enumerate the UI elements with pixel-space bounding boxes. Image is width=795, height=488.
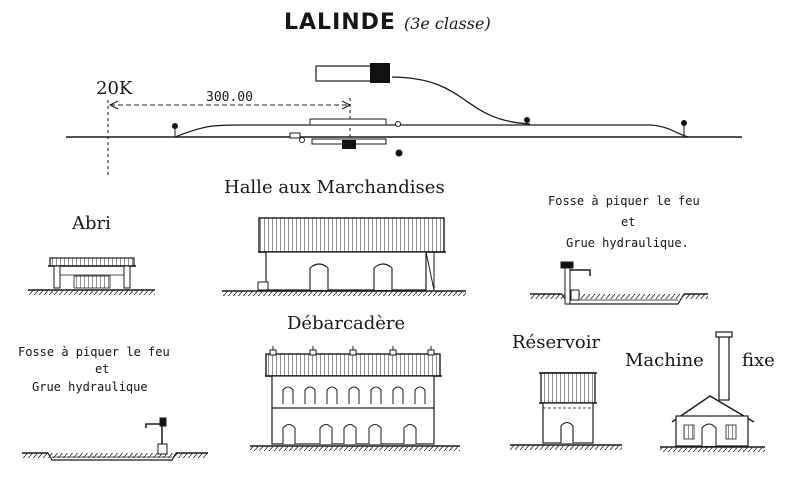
km-mark-label: 20K — [96, 78, 133, 99]
tree-icon-right — [681, 120, 687, 126]
fosse-top-line2: et — [621, 215, 636, 229]
fosse-bottom-line3: Grue hydraulique — [32, 380, 148, 394]
station-name: LALINDE — [284, 10, 396, 35]
fosse-top-line1: Fosse à piquer le feu — [548, 194, 700, 208]
machine-label: Machine — [625, 350, 704, 371]
debarcadere-label: Débarcadère — [287, 313, 406, 334]
station-building-plan — [342, 140, 356, 149]
tree-icon-middle — [524, 117, 530, 123]
machine-fixe-drawing — [660, 331, 765, 452]
halle-drawing — [222, 217, 466, 296]
arrow-left-icon — [108, 100, 119, 110]
engine-shed-plan — [315, 65, 373, 82]
reservoir-drawing — [510, 372, 622, 450]
halle-label: Halle aux Marchandises — [224, 177, 445, 198]
platform-plan-top — [309, 118, 387, 126]
track-plan — [66, 76, 742, 175]
distance-label: 300.00 — [206, 90, 253, 105]
small-hut-plan — [289, 132, 301, 139]
siding-line — [174, 124, 689, 138]
fosse-top-line3: Grue hydraulique. — [566, 236, 689, 250]
tree-icon-left — [172, 123, 178, 129]
fosse-top-drawing — [530, 261, 708, 305]
branch-curve — [391, 76, 531, 125]
track-plan-buildings — [172, 63, 687, 157]
fosse-bottom-drawing — [22, 417, 208, 461]
fixe-label: fixe — [742, 350, 775, 371]
turntable-plan — [299, 137, 305, 143]
abri-drawing — [28, 257, 155, 295]
signal-circle-plan — [395, 121, 401, 127]
chimneys — [269, 346, 435, 356]
upper-windows — [282, 386, 426, 404]
reservoir-label: Réservoir — [512, 332, 601, 353]
page-title: LALINDE (3e classe) — [284, 10, 491, 35]
lower-doors — [282, 424, 417, 444]
engine-shed-black-block — [370, 63, 390, 83]
debarcadere-drawing — [250, 346, 460, 451]
water-tank-plan — [395, 149, 403, 157]
fosse-bottom-line1: Fosse à piquer le feu — [18, 345, 170, 359]
fosse-bottom-line2: et — [95, 362, 110, 376]
station-class: (3e classe) — [403, 14, 491, 33]
abri-label: Abri — [72, 213, 111, 234]
